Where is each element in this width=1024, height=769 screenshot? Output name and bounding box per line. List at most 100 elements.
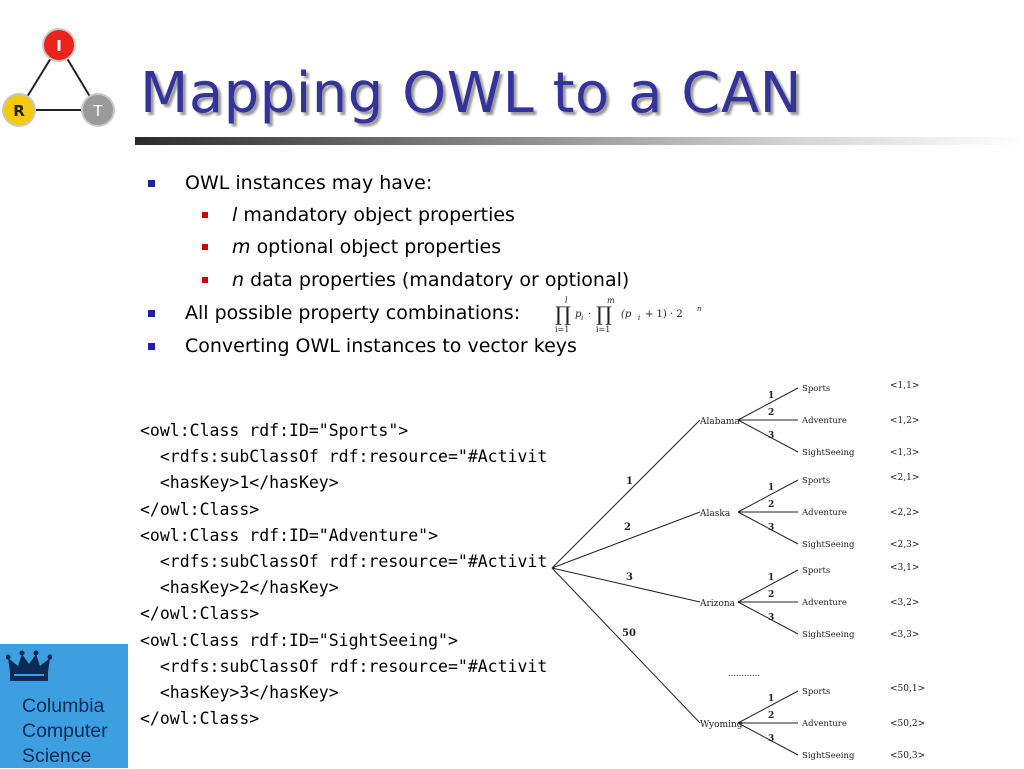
tree-edge-label: 3 bbox=[626, 572, 633, 583]
code-line: <rdfs:subClassOf rdf:resource="#Activity… bbox=[140, 447, 548, 467]
logo-node-top: I bbox=[42, 28, 76, 62]
tree-ellipsis: ………… bbox=[728, 669, 760, 678]
tree-edge bbox=[551, 567, 701, 724]
tree-leaf-label: SightSeeing bbox=[802, 751, 855, 761]
bullet-marker bbox=[148, 310, 155, 317]
tree-edge-label: 2 bbox=[624, 522, 631, 533]
tree-leaf-number: 1 bbox=[768, 694, 774, 704]
code-line: <owl:Class rdf:ID="Adventure"> bbox=[140, 525, 439, 545]
bullet-text: data properties (mandatory or optional) bbox=[250, 269, 630, 291]
sub-bullet-data-props: n data properties (mandatory or optional… bbox=[202, 268, 630, 292]
code-line: <rdfs:subClassOf rdf:resource="#Activity… bbox=[140, 656, 548, 676]
tree-leaf-number: 1 bbox=[768, 483, 774, 493]
title-underline bbox=[135, 137, 1024, 145]
code-line: </owl:Class> bbox=[140, 709, 260, 729]
columbia-logo-block: Columbia Computer Science bbox=[0, 644, 128, 768]
tree-state-node: Arizona bbox=[699, 599, 736, 609]
tree-key-label: <50,2> bbox=[890, 719, 925, 729]
variable-l: l bbox=[232, 204, 238, 226]
tree-leaf-edge bbox=[737, 569, 799, 603]
tree-state-node: Alabama bbox=[699, 417, 740, 427]
tree-edge bbox=[551, 567, 701, 603]
svg-text:+ 1) · 2: + 1) · 2 bbox=[645, 309, 683, 320]
code-line: </owl:Class> bbox=[140, 604, 260, 624]
code-line: <hasKey>1</hasKey> bbox=[140, 473, 339, 493]
tree-key-label: <2,2> bbox=[890, 508, 919, 518]
logo-node-right: T bbox=[81, 93, 115, 127]
sub-bullet-optional: m optional object properties bbox=[202, 235, 501, 259]
svg-text:m: m bbox=[607, 296, 615, 305]
bullet-marker bbox=[148, 343, 155, 350]
tree-leaf-number: 2 bbox=[768, 408, 774, 418]
tree-leaf-label: SightSeeing bbox=[802, 540, 855, 550]
tree-leaf-edge bbox=[737, 601, 799, 635]
svg-text:R: R bbox=[13, 102, 25, 120]
tree-leaf-label: Sports bbox=[802, 476, 830, 486]
tree-leaf-label: Adventure bbox=[801, 508, 847, 518]
tree-leaf-number: 3 bbox=[768, 613, 774, 623]
product-symbol: ∏ bbox=[596, 302, 612, 326]
tree-leaf-edge bbox=[737, 690, 799, 724]
svg-text:(p: (p bbox=[621, 309, 632, 320]
combination-formula: l ∏ i=1 p i · m ∏ i=1 (p i + 1) · 2 n bbox=[555, 296, 702, 334]
bullet-text: OWL instances may have: bbox=[185, 172, 433, 194]
bullet-marker bbox=[202, 212, 208, 218]
variable-n: n bbox=[232, 269, 245, 291]
code-line: <rdfs:subClassOf rdf:resource="#Activity… bbox=[140, 552, 548, 572]
code-line: <hasKey>3</hasKey> bbox=[140, 683, 339, 703]
columbia-line: Columbia bbox=[22, 695, 105, 717]
code-line: <owl:Class rdf:ID="Sports"> bbox=[140, 421, 409, 440]
tree-leaf-label: Adventure bbox=[801, 598, 847, 608]
columbia-line: Computer bbox=[22, 720, 108, 742]
tree-leaf-label: Adventure bbox=[801, 416, 847, 426]
slide-title: Mapping OWL to a CAN bbox=[140, 61, 803, 126]
tree-leaf-label: Sports bbox=[802, 566, 830, 576]
tree-leaf-edge bbox=[737, 479, 799, 513]
svg-text:p: p bbox=[575, 309, 582, 320]
tree-key-label: <3,3> bbox=[890, 630, 919, 640]
sub-bullet-mandatory: l mandatory object properties bbox=[202, 203, 515, 227]
tree-key-label: <1,2> bbox=[890, 416, 919, 426]
bullet-text: Converting OWL instances to vector keys bbox=[185, 335, 577, 357]
tree-leaf-number: 2 bbox=[768, 500, 774, 510]
bullet-combinations: All possible property combinations: bbox=[148, 301, 520, 325]
tree-state-node: Wyoming bbox=[700, 720, 743, 730]
crown-icon bbox=[6, 650, 52, 681]
bullet-text: mandatory object properties bbox=[243, 204, 515, 226]
tree-leaf-label: SightSeeing bbox=[802, 448, 855, 458]
bullet-marker bbox=[202, 277, 208, 283]
tree-leaf-edge bbox=[737, 387, 799, 421]
logo-triangle: I R T bbox=[2, 28, 115, 127]
product-symbol: ∏ bbox=[555, 302, 571, 326]
logo-node-left: R bbox=[2, 93, 36, 127]
tree-key-label: <3,2> bbox=[890, 598, 919, 608]
tree-key-label: <3,1> bbox=[890, 563, 919, 573]
svg-text:i: i bbox=[638, 314, 640, 322]
tree-key-label: <1,3> bbox=[890, 448, 919, 458]
tree-leaf-edge bbox=[737, 722, 799, 756]
tree-leaf-number: 2 bbox=[768, 590, 774, 600]
columbia-text: Columbia Computer Science bbox=[22, 694, 108, 769]
tree-leaf-number: 2 bbox=[768, 711, 774, 721]
tree-state-node: Alaska bbox=[699, 509, 731, 519]
columbia-line: Science bbox=[22, 745, 92, 767]
svg-text:I: I bbox=[56, 37, 62, 55]
tree-leaf-number: 3 bbox=[768, 734, 774, 744]
code-line: <hasKey>2</hasKey> bbox=[140, 578, 339, 598]
can-key-tree: 1Alabama1Sports<1,1>2Adventure<1,2>3Sigh… bbox=[551, 381, 925, 761]
tree-leaf-number: 3 bbox=[768, 523, 774, 533]
svg-text:n: n bbox=[697, 305, 702, 313]
tree-leaf-number: 1 bbox=[768, 391, 774, 401]
code-line: <owl:Class rdf:ID="SightSeeing"> bbox=[140, 630, 458, 650]
tree-leaf-label: Sports bbox=[802, 384, 830, 394]
bullet-marker bbox=[148, 180, 155, 187]
code-line: </owl:Class> bbox=[140, 499, 260, 519]
svg-text:T: T bbox=[92, 102, 103, 120]
svg-text:i=1: i=1 bbox=[596, 325, 610, 334]
svg-text:i=1: i=1 bbox=[555, 325, 569, 334]
tree-leaf-edge bbox=[737, 419, 799, 453]
tree-leaf-edge bbox=[737, 511, 799, 545]
tree-key-label: <1,1> bbox=[890, 381, 919, 391]
tree-edge bbox=[551, 511, 701, 569]
bullet-marker bbox=[202, 244, 208, 250]
